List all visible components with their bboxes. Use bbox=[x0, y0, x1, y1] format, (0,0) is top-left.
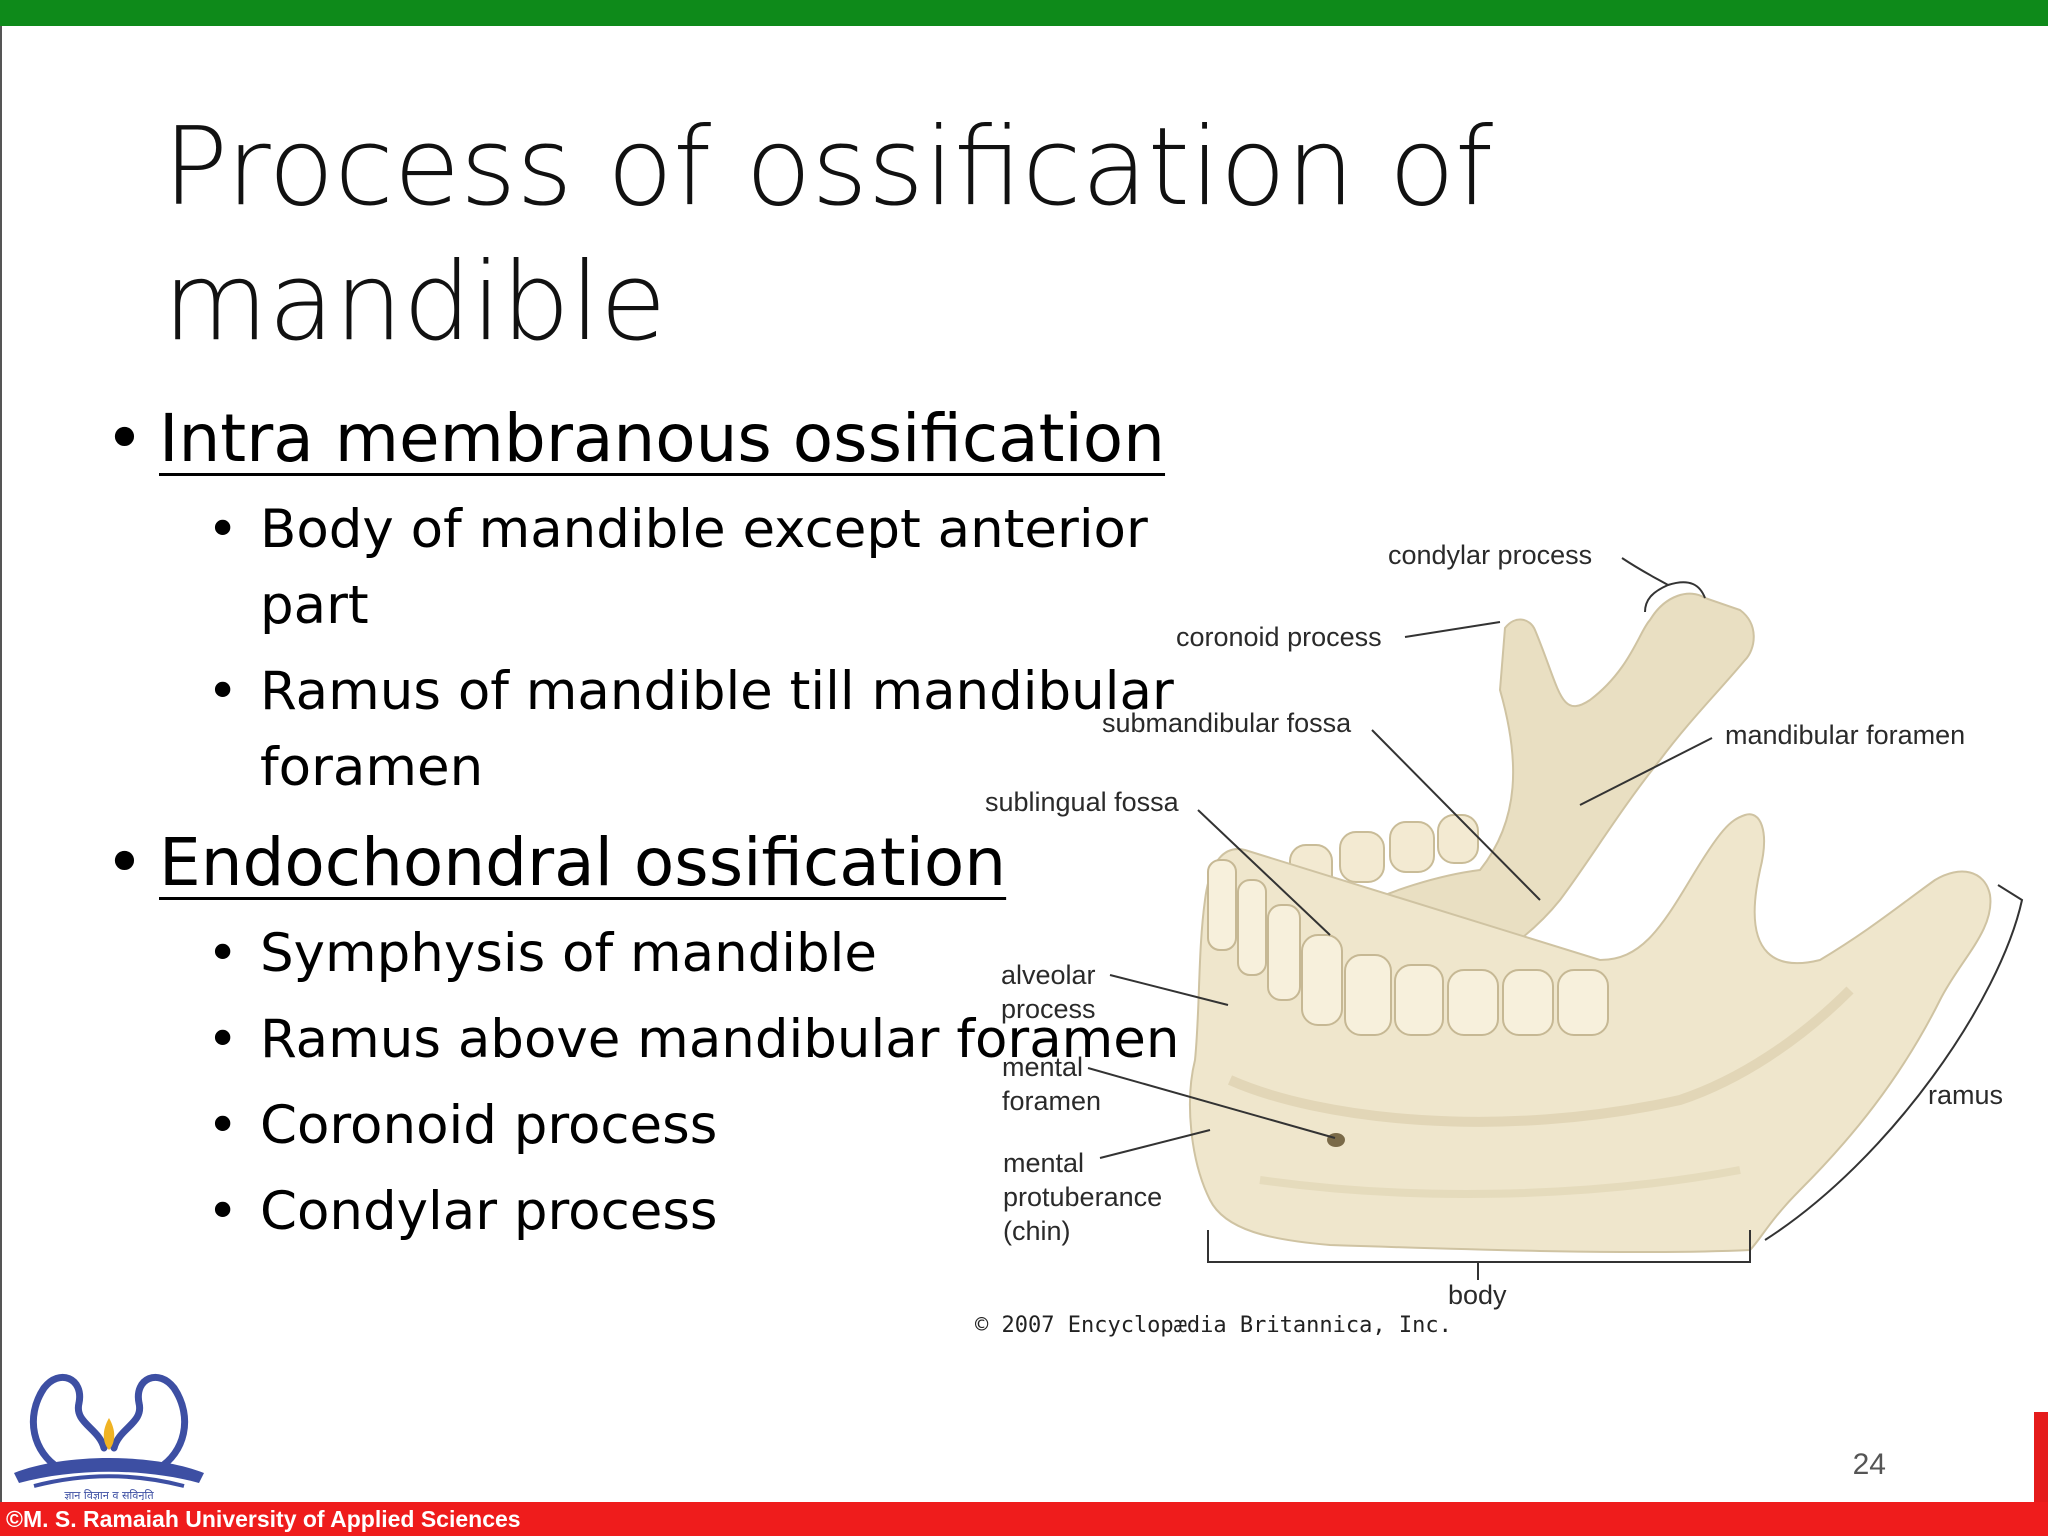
sub-bullet-text: Symphysis of mandible bbox=[260, 923, 878, 984]
footer-bar bbox=[0, 1502, 2048, 1536]
footer-copyright: ©M. S. Ramaiah University of Applied Sci… bbox=[6, 1506, 521, 1532]
image-credit: © 2007 Encyclopædia Britannica, Inc. bbox=[975, 1313, 1452, 1338]
bullet-dot: • bbox=[105, 400, 144, 477]
sub-bullet-text: Ramus of mandible till mandibular forame… bbox=[260, 661, 1174, 798]
label-mandibular-foramen: mandibular foramen bbox=[1725, 720, 1966, 750]
bullet-dot: • bbox=[207, 1009, 239, 1070]
label-body: body bbox=[1448, 1280, 1507, 1310]
sub-bullet-text: Condylar process bbox=[260, 1181, 718, 1242]
sub-bullet: • Symphysis of mandible bbox=[105, 916, 1205, 992]
bullet-dot: • bbox=[207, 1181, 239, 1242]
near-teeth bbox=[1207, 859, 1609, 1036]
logo-caption: ज्ञान विज्ञान व सविनृति bbox=[64, 1489, 154, 1500]
label-sublingual-fossa: sublingual fossa bbox=[985, 787, 1179, 817]
sub-bullet: • Body of mandible except anterior part bbox=[105, 492, 1205, 644]
sub-bullet-text: Body of mandible except anterior part bbox=[260, 499, 1148, 636]
sub-bullet: • Coronoid process bbox=[105, 1088, 1205, 1164]
label-submandibular-fossa: submandibular fossa bbox=[1102, 708, 1352, 738]
university-logo: ज्ञान विज्ञान व सविनृति bbox=[14, 1373, 204, 1500]
slide-title: Process of ossification of mandible bbox=[163, 105, 1493, 365]
bullet-dot: • bbox=[207, 661, 239, 722]
label-alveolar-process: alveolar process bbox=[1001, 960, 1096, 1024]
bullet-dot: • bbox=[207, 499, 239, 560]
label-mental-foramen: mental foramen bbox=[1002, 1052, 1102, 1116]
label-mental-protuberance: mental protuberance (chin) bbox=[1003, 1148, 1163, 1246]
sub-bullet: • Ramus of mandible till mandibular foram… bbox=[105, 654, 1205, 806]
bullet-endochondral: • Endochondral ossification bbox=[105, 824, 1205, 902]
page-number: 24 bbox=[1852, 1448, 1886, 1481]
left-edge-line bbox=[0, 26, 2, 1506]
top-accent-bar bbox=[0, 0, 2048, 26]
bullet-dot: • bbox=[207, 923, 239, 984]
sub-bullet-text: Ramus above mandibular foramen bbox=[260, 1009, 1180, 1070]
sub-bullet-text: Coronoid process bbox=[260, 1095, 718, 1156]
right-accent bbox=[2034, 1412, 2048, 1502]
bullet-list: • Intra membranous ossification • Body of… bbox=[105, 400, 1205, 1260]
bullet-dot: • bbox=[105, 824, 144, 901]
bullet-intramembranous: • Intra membranous ossification bbox=[105, 400, 1205, 478]
mental-foramen-hole bbox=[1327, 1133, 1345, 1147]
bullet-dot: • bbox=[207, 1095, 239, 1156]
label-condylar-process: condylar process bbox=[1388, 540, 1593, 570]
bullet-heading: Endochondral ossification bbox=[159, 824, 1007, 901]
label-coronoid-process: coronoid process bbox=[1176, 622, 1382, 652]
sub-bullet: • Ramus above mandibular foramen bbox=[105, 1002, 1205, 1078]
leader-lines bbox=[1087, 557, 2024, 1280]
label-ramus: ramus bbox=[1928, 1080, 2004, 1110]
sub-bullet: • Condylar process bbox=[105, 1174, 1205, 1250]
bullet-heading: Intra membranous ossification bbox=[159, 400, 1166, 477]
